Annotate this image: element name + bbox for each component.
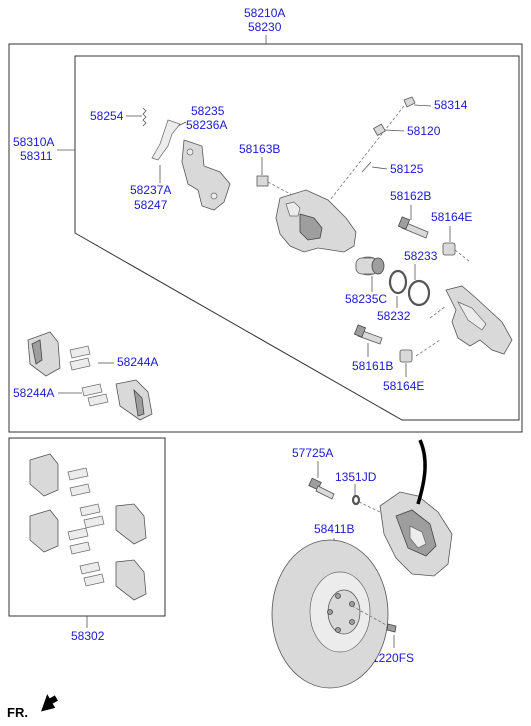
spring-58254 — [142, 107, 147, 127]
assembled-caliper — [379, 491, 453, 577]
label-58244a-right: 58244A — [117, 355, 158, 369]
carrier-bracket — [415, 285, 513, 357]
label-fr: FR. — [7, 705, 28, 720]
label-58232: 58232 — [377, 309, 411, 323]
washer-1351jd — [351, 494, 381, 513]
label-58302: 58302 — [71, 629, 105, 643]
clip-58237a — [151, 119, 181, 161]
label-58125: 58125 — [390, 162, 424, 176]
caliper-arrow-stroke — [416, 439, 427, 505]
pad-left-upper — [27, 331, 61, 377]
label-1220fs: 1220FS — [372, 651, 414, 665]
cap-58120 — [372, 123, 386, 137]
bleeder-58314 — [329, 96, 416, 201]
label-58210a: 58210A — [244, 6, 285, 20]
bushing-58164e-top — [442, 242, 471, 263]
pad-kit-clips — [67, 467, 105, 587]
caliper-assembly-frame — [8, 43, 523, 433]
boot-58232 — [407, 279, 431, 307]
pad-kit-pad-2 — [29, 509, 59, 553]
screw-58125 — [361, 161, 372, 173]
bolt-58163b — [256, 175, 293, 196]
label-58311: 58311 — [20, 149, 53, 163]
bolt-58161b — [353, 324, 383, 345]
label-1351jd: 1351JD — [335, 470, 377, 484]
label-58164e-bottom: 58164E — [383, 379, 424, 393]
bolt-57725a — [308, 477, 335, 500]
label-58254: 58254 — [90, 109, 124, 123]
seal-58233 — [388, 269, 408, 295]
bushing-58164e-bottom — [399, 349, 413, 363]
label-58411b: 58411B — [314, 522, 354, 536]
label-58163b: 58163B — [239, 142, 280, 156]
pad-right-upper — [115, 379, 153, 421]
label-58310a: 58310A — [13, 135, 54, 149]
label-58236a: 58236A — [186, 118, 227, 132]
label-58314: 58314 — [434, 98, 468, 112]
label-58120: 58120 — [407, 124, 441, 138]
label-58164e-top: 58164E — [431, 210, 472, 224]
label-58233: 58233 — [404, 249, 438, 263]
front-arrow-icon — [41, 694, 58, 712]
caliper-subassembly-frame — [74, 55, 520, 421]
pad-kit-pad-3 — [115, 503, 147, 545]
bracket-58235 — [181, 139, 231, 211]
caliper-body — [275, 189, 357, 253]
brake-disc-58411b — [271, 539, 389, 689]
pad-kit-pad-1 — [29, 453, 59, 497]
pad-kit-pad-4 — [115, 559, 147, 601]
bolt-58162b — [397, 216, 429, 239]
label-58230: 58230 — [248, 20, 282, 34]
label-58235c: 58235C — [345, 292, 387, 306]
label-58237a: 58237A — [130, 183, 171, 197]
shim-clips-upper — [69, 345, 109, 407]
label-58161b: 58161B — [352, 359, 393, 373]
label-57725a: 57725A — [292, 446, 333, 460]
label-58162b: 58162B — [390, 189, 431, 203]
label-58247: 58247 — [134, 198, 168, 212]
label-58244a-left: 58244A — [13, 386, 54, 400]
label-58235: 58235 — [191, 104, 225, 118]
piston-58235c — [355, 256, 385, 276]
screw-1220fs — [351, 605, 397, 633]
